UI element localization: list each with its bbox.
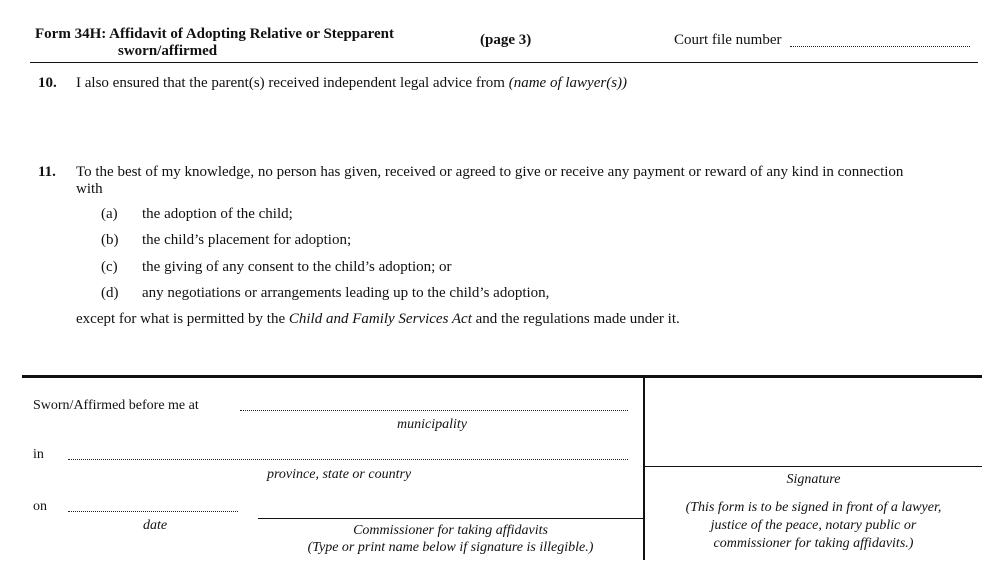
signing-note-line2: justice of the peace, notary public or xyxy=(710,518,917,533)
form-title: Form 34H: Affidavit of Adopting Relative… xyxy=(35,26,395,42)
list-item-label-b: (b) xyxy=(101,232,119,248)
province-field[interactable] xyxy=(68,459,628,460)
paragraph-10-text: I also ensured that the parent(s) receiv… xyxy=(76,75,627,92)
paragraph-11-except: except for what is permitted by the Chil… xyxy=(76,311,680,328)
signing-note-line3: commissioner for taking affidavits.) xyxy=(713,536,914,551)
list-item-label-a: (a) xyxy=(101,206,118,222)
signature-caption: Signature xyxy=(786,472,841,487)
list-item-label-d: (d) xyxy=(101,285,119,301)
paragraph-11-line1: To the best of my knowledge, no person h… xyxy=(76,164,904,180)
date-caption: date xyxy=(143,518,168,533)
date-field[interactable] xyxy=(68,511,238,512)
paragraph-11-number: 11. xyxy=(38,164,56,180)
signing-note-line1: (This form is to be signed in front of a… xyxy=(685,500,942,515)
list-item-text-a: the adoption of the child; xyxy=(142,206,293,222)
on-label: on xyxy=(33,499,47,514)
except-prefix: except for what is permitted by the xyxy=(76,311,286,327)
commissioner-signature-line[interactable] xyxy=(258,518,643,519)
paragraph-11-line2: with xyxy=(76,181,103,197)
paragraph-10-number: 10. xyxy=(38,75,57,91)
except-act: Child and Family Services Act xyxy=(288,311,472,327)
list-item-label-c: (c) xyxy=(101,259,118,275)
list-item-text-d: any negotiations or arrangements leading… xyxy=(142,285,550,301)
sworn-label: Sworn/Affirmed before me at xyxy=(33,398,199,413)
commissioner-note: (Type or print name below if signature i… xyxy=(307,540,594,555)
list-item-text-c: the giving of any consent to the child’s… xyxy=(142,259,452,275)
paragraph-10-hint: (name of lawyer(s)) xyxy=(508,75,628,91)
form-subtitle: sworn/affirmed xyxy=(118,43,218,59)
commissioner-caption: Commissioner for taking affidavits xyxy=(353,523,548,538)
signature-line[interactable] xyxy=(645,466,982,467)
in-label: in xyxy=(33,447,44,462)
jurat-top-rule xyxy=(22,375,982,378)
list-item-text-b: the child’s placement for adoption; xyxy=(142,232,352,248)
province-caption: province, state or country xyxy=(267,467,412,482)
court-file-field[interactable] xyxy=(790,46,970,47)
paragraph-10-body: I also ensured that the parent(s) receiv… xyxy=(76,75,505,91)
municipality-caption: municipality xyxy=(397,417,467,432)
page-number: (page 3) xyxy=(480,32,532,48)
jurat-divider xyxy=(643,378,645,560)
court-file-label: Court file number xyxy=(674,32,782,48)
header-rule xyxy=(30,62,978,63)
except-suffix: and the regulations made under it. xyxy=(475,311,680,327)
municipality-field[interactable] xyxy=(240,410,628,411)
